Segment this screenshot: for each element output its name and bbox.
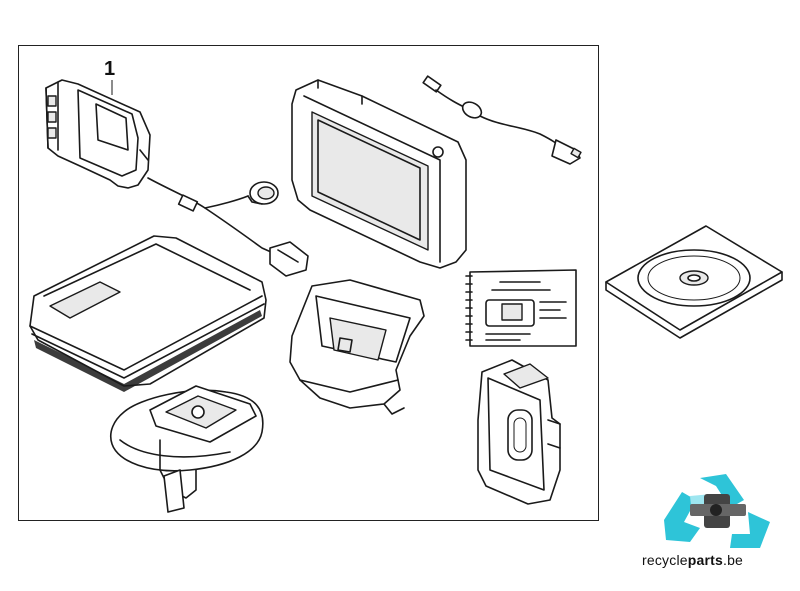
diagram-frame	[18, 45, 599, 521]
watermark-emphasis: parts	[687, 552, 723, 568]
navigation-device-part[interactable]	[291, 79, 467, 269]
mount-bracket-part[interactable]	[289, 279, 425, 415]
cd-jewel-case-part[interactable]	[605, 225, 783, 339]
callout-number-1: 1	[104, 58, 116, 80]
mount-base-part[interactable]	[109, 385, 264, 513]
cradle-with-cable-part[interactable]	[45, 79, 309, 277]
manual-booklet-part[interactable]	[465, 269, 577, 347]
watermark-prefix: recycle	[642, 552, 688, 568]
watermark-suffix: .be	[722, 552, 744, 568]
watermark-text: recycleparts.be	[642, 552, 743, 568]
recycle-logo-icon	[664, 474, 770, 548]
battery-holder-part[interactable]	[477, 359, 561, 505]
usb-cable-part[interactable]	[422, 75, 582, 165]
carrying-case-part[interactable]	[29, 235, 267, 392]
